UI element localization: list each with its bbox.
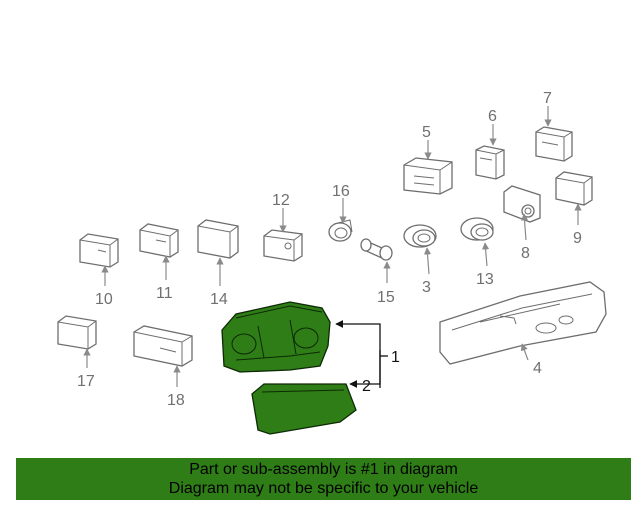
callout-3: 3	[422, 279, 431, 296]
callout-8: 8	[521, 245, 530, 262]
part-18-switch[interactable]	[133, 325, 193, 367]
callout-7: 7	[543, 90, 552, 107]
part-6-switch[interactable]	[475, 145, 505, 180]
callout-4: 4	[533, 360, 542, 377]
leader-lines	[83, 106, 582, 388]
callout-2: 2	[362, 378, 371, 395]
callout-17: 17	[77, 373, 95, 390]
part-5-switch[interactable]	[403, 157, 453, 195]
banner-line-1: Part or sub-assembly is #1 in diagram	[189, 461, 458, 478]
part-1-instrument-cluster[interactable]	[221, 301, 331, 373]
callout-5: 5	[422, 124, 431, 141]
part-3-knob[interactable]	[403, 224, 437, 248]
part-9-switch[interactable]	[555, 171, 593, 206]
callout-9: 9	[573, 230, 582, 247]
part-12-switch[interactable]	[263, 229, 303, 262]
callout-1: 1	[391, 349, 400, 366]
banner-line-2: Diagram may not be specific to your vehi…	[168, 480, 479, 497]
callout-6: 6	[488, 108, 497, 125]
part-17-switch[interactable]	[57, 315, 97, 350]
callout-15: 15	[377, 289, 395, 306]
callout-14: 14	[210, 291, 228, 308]
part-8-knob-switch[interactable]	[503, 185, 541, 223]
part-4-panel[interactable]	[439, 281, 607, 365]
callout-18: 18	[167, 392, 185, 409]
part-11-switch[interactable]	[139, 223, 179, 258]
info-banner: Part or sub-assembly is #1 in diagram Di…	[16, 458, 631, 500]
part-7-switch[interactable]	[535, 126, 573, 162]
part-2-cluster-lens[interactable]	[251, 383, 357, 435]
part-16-socket[interactable]	[328, 219, 353, 242]
callout-16: 16	[332, 183, 350, 200]
part-14-switch[interactable]	[197, 219, 239, 259]
callout-10: 10	[95, 291, 113, 308]
callout-12: 12	[272, 192, 290, 209]
part-13-knob[interactable]	[460, 217, 494, 241]
callout-13: 13	[476, 271, 494, 288]
part-15-plug[interactable]	[360, 238, 393, 261]
callout-11: 11	[156, 285, 173, 302]
part-10-switch[interactable]	[79, 233, 119, 268]
